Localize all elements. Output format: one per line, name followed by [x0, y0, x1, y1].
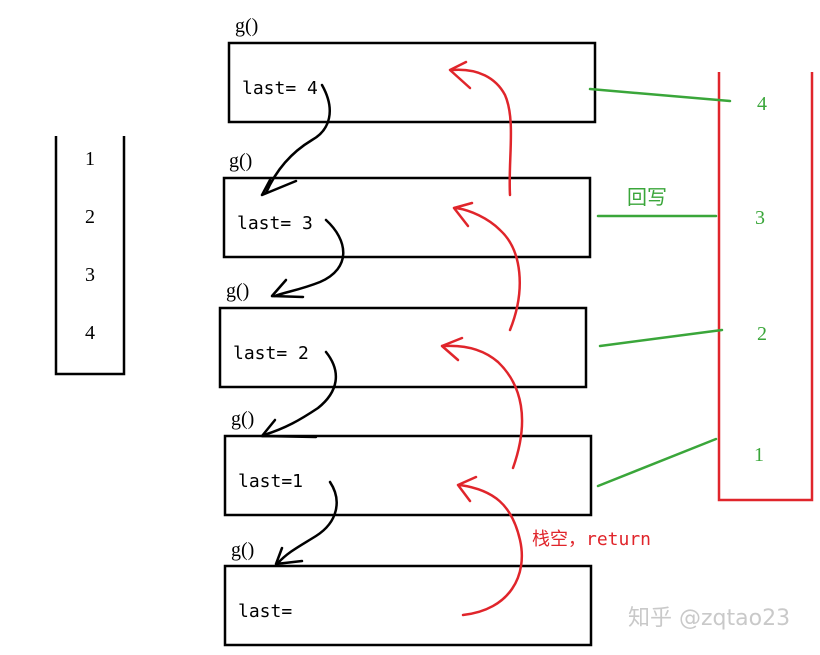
right-stack-item: 1	[754, 444, 764, 466]
call-arrow-icon	[260, 178, 298, 197]
watermark: 知乎 @zqtao23	[628, 606, 790, 631]
right-stack-item: 4	[757, 93, 767, 115]
frame-func-label: g()	[235, 15, 258, 37]
frame-last-value: last=	[238, 601, 292, 622]
frame-func-label: g()	[229, 150, 252, 172]
left-stack-item: 4	[85, 322, 95, 344]
writeback-lines	[588, 87, 732, 488]
return-arrow-icon	[450, 68, 513, 197]
frame-box	[222, 176, 592, 259]
writeback-label: 回写	[627, 187, 667, 209]
call-arrow-icon	[274, 546, 304, 566]
frame-func-label: g()	[231, 408, 254, 430]
writeback-line	[596, 437, 718, 488]
right-stack-item: 3	[755, 207, 765, 229]
return-arrow-icon	[442, 344, 524, 470]
frame-box	[223, 564, 593, 647]
left-stack-outline	[54, 136, 126, 376]
return-arrow-icon	[452, 201, 474, 228]
left-stack-item: 3	[85, 264, 95, 286]
frame-box	[218, 306, 588, 389]
frame-last-value: last= 4	[242, 78, 318, 99]
call-arrows	[260, 83, 345, 566]
return-arrow-icon	[458, 483, 524, 617]
left-stack-item: 1	[85, 148, 95, 170]
right-stack-outline	[717, 72, 814, 502]
call-arrow-icon	[273, 218, 345, 298]
return-arrow-icon	[456, 475, 478, 503]
return-arrow-icon	[440, 336, 464, 362]
frame-box	[227, 41, 597, 124]
frame-last-value: last= 2	[233, 343, 309, 364]
call-arrow-icon	[270, 278, 305, 299]
writeback-line	[588, 87, 732, 103]
writeback-line	[598, 328, 724, 348]
frame-box	[223, 434, 593, 517]
frame-func-label: g()	[231, 539, 254, 561]
return-arrow-icon	[448, 60, 472, 90]
empty-return-label: 栈空，return	[532, 529, 651, 550]
frame-last-value: last=1	[238, 471, 303, 492]
call-arrow-icon	[276, 480, 338, 565]
return-arrows	[440, 60, 524, 617]
frame-last-value: last= 3	[237, 213, 313, 234]
call-arrow-icon	[262, 350, 338, 437]
call-arrow-icon	[264, 83, 331, 195]
right-stack-item: 2	[757, 323, 767, 345]
return-arrow-icon	[454, 206, 521, 332]
frame-func-label: g()	[226, 280, 249, 302]
call-arrow-icon	[260, 418, 318, 439]
left-stack-item: 2	[85, 206, 95, 228]
